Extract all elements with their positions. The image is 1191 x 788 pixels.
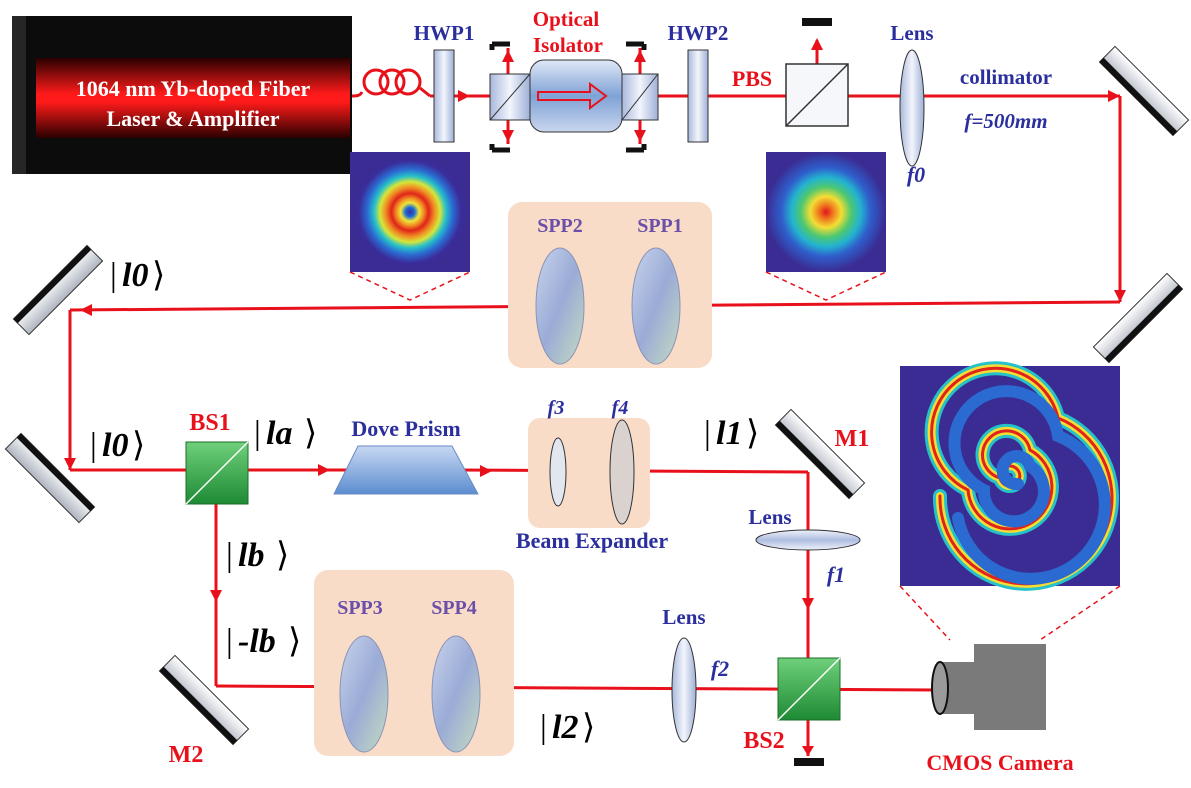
optical-isolator: Optical Isolator [489,7,659,153]
spp3-label: SPP3 [337,597,383,619]
beam-arrowheads [64,38,1126,693]
pbs-label: PBS [732,66,772,91]
ket-lb: | lb ⟩ [226,537,289,574]
svg-text:|: | [254,415,261,452]
svg-text:⟩: ⟩ [276,537,289,574]
donut-beam-profile [349,152,471,301]
ket-l0-left-text: l0 [102,427,128,464]
mirror-right [1092,272,1184,364]
svg-text:|: | [110,257,117,294]
lens-f2-label: Lens [662,605,705,629]
ket-neg-lb: | -lb ⟩ [226,623,301,660]
hwp2: HWP2 [668,21,729,143]
svg-text:⟩: ⟩ [582,709,595,746]
spiral-interference-pattern [899,361,1121,641]
mirror-left-top [12,244,104,336]
f3-label: f3 [548,397,565,419]
hwp2-label: HWP2 [668,21,729,45]
dove-prism-label: Dove Prism [351,416,460,441]
spp1-label: SPP1 [637,215,683,237]
laser-source: 1064 nm Yb-doped Fiber Laser & Amplifier [12,16,352,174]
mirror-m1 [774,408,866,500]
lens-collimator: Lens collimator f=500mm f0 [890,21,1052,187]
svg-text:⟩: ⟩ [132,427,145,464]
svg-text:⟩: ⟩ [304,415,317,452]
collimator-label: collimator [960,65,1052,89]
isolator-label-line1: Optical [533,7,600,31]
ket-l0-top: | l0 ⟩ [110,257,165,294]
lens-f1-label: Lens [748,505,791,529]
mirror-top-right [1098,45,1190,137]
m1-label: M1 [835,426,870,452]
svg-text:|: | [90,427,97,464]
bs2: BS2 [743,657,841,766]
hwp1-label: HWP1 [414,21,475,45]
camera-label: CMOS Camera [926,750,1073,775]
bs1: BS1 [185,410,249,505]
lens-top-label: Lens [890,21,933,45]
mirror-m2 [158,654,250,746]
bs2-label: BS2 [743,728,784,754]
ket-l0-top-text: l0 [122,257,148,294]
ket-la-text: la [266,415,292,452]
mirror-left-bottom [4,432,96,524]
isolator-label-line2: Isolator [533,33,603,57]
f4-label: f4 [612,397,629,419]
beam-expander: f3 f4 Beam Expander [516,397,668,553]
lens-f2: Lens f2 [662,605,729,743]
laser-label-line1: 1064 nm Yb-doped Fiber [76,76,311,101]
spp-panel-top: SPP2 SPP1 [508,202,712,368]
svg-text:|: | [540,709,547,746]
f0-label: f0 [907,162,925,187]
svg-text:⟩: ⟩ [746,415,759,452]
ket-l0-left: | l0 ⟩ [90,427,145,464]
ket-l2-text: l2 [552,709,578,746]
laser-label-line2: Laser & Amplifier [106,106,279,131]
spp2-label: SPP2 [537,215,583,237]
f2-label: f2 [711,656,729,681]
svg-text:|: | [226,537,233,574]
gaussian-beam-profile [765,152,887,301]
ket-neg-lb-text: -lb [238,623,276,660]
ket-lb-text: lb [238,537,264,574]
ket-l1: | l1 ⟩ [704,415,759,452]
m2-label: M2 [169,742,204,768]
ket-l2: | l2 ⟩ [540,709,595,746]
hwp1: HWP1 [414,21,475,143]
svg-text:|: | [704,415,711,452]
pbs: PBS [732,18,849,127]
spp4-label: SPP4 [431,597,477,619]
svg-text:⟩: ⟩ [288,623,301,660]
dove-prism: Dove Prism [333,416,479,495]
spp-panel-bottom: SPP3 SPP4 [314,570,514,756]
beam-expander-label: Beam Expander [516,528,668,553]
svg-text:⟩: ⟩ [152,257,165,294]
f1-label: f1 [827,562,845,587]
ket-la: | la ⟩ [254,415,317,452]
bs1-label: BS1 [189,410,230,436]
svg-text:|: | [226,623,233,660]
lens-f1: Lens f1 [748,505,861,587]
ket-l1-text: l1 [716,415,742,452]
cmos-camera: CMOS Camera [926,644,1074,775]
focal-top-label: f=500mm [964,109,1047,133]
